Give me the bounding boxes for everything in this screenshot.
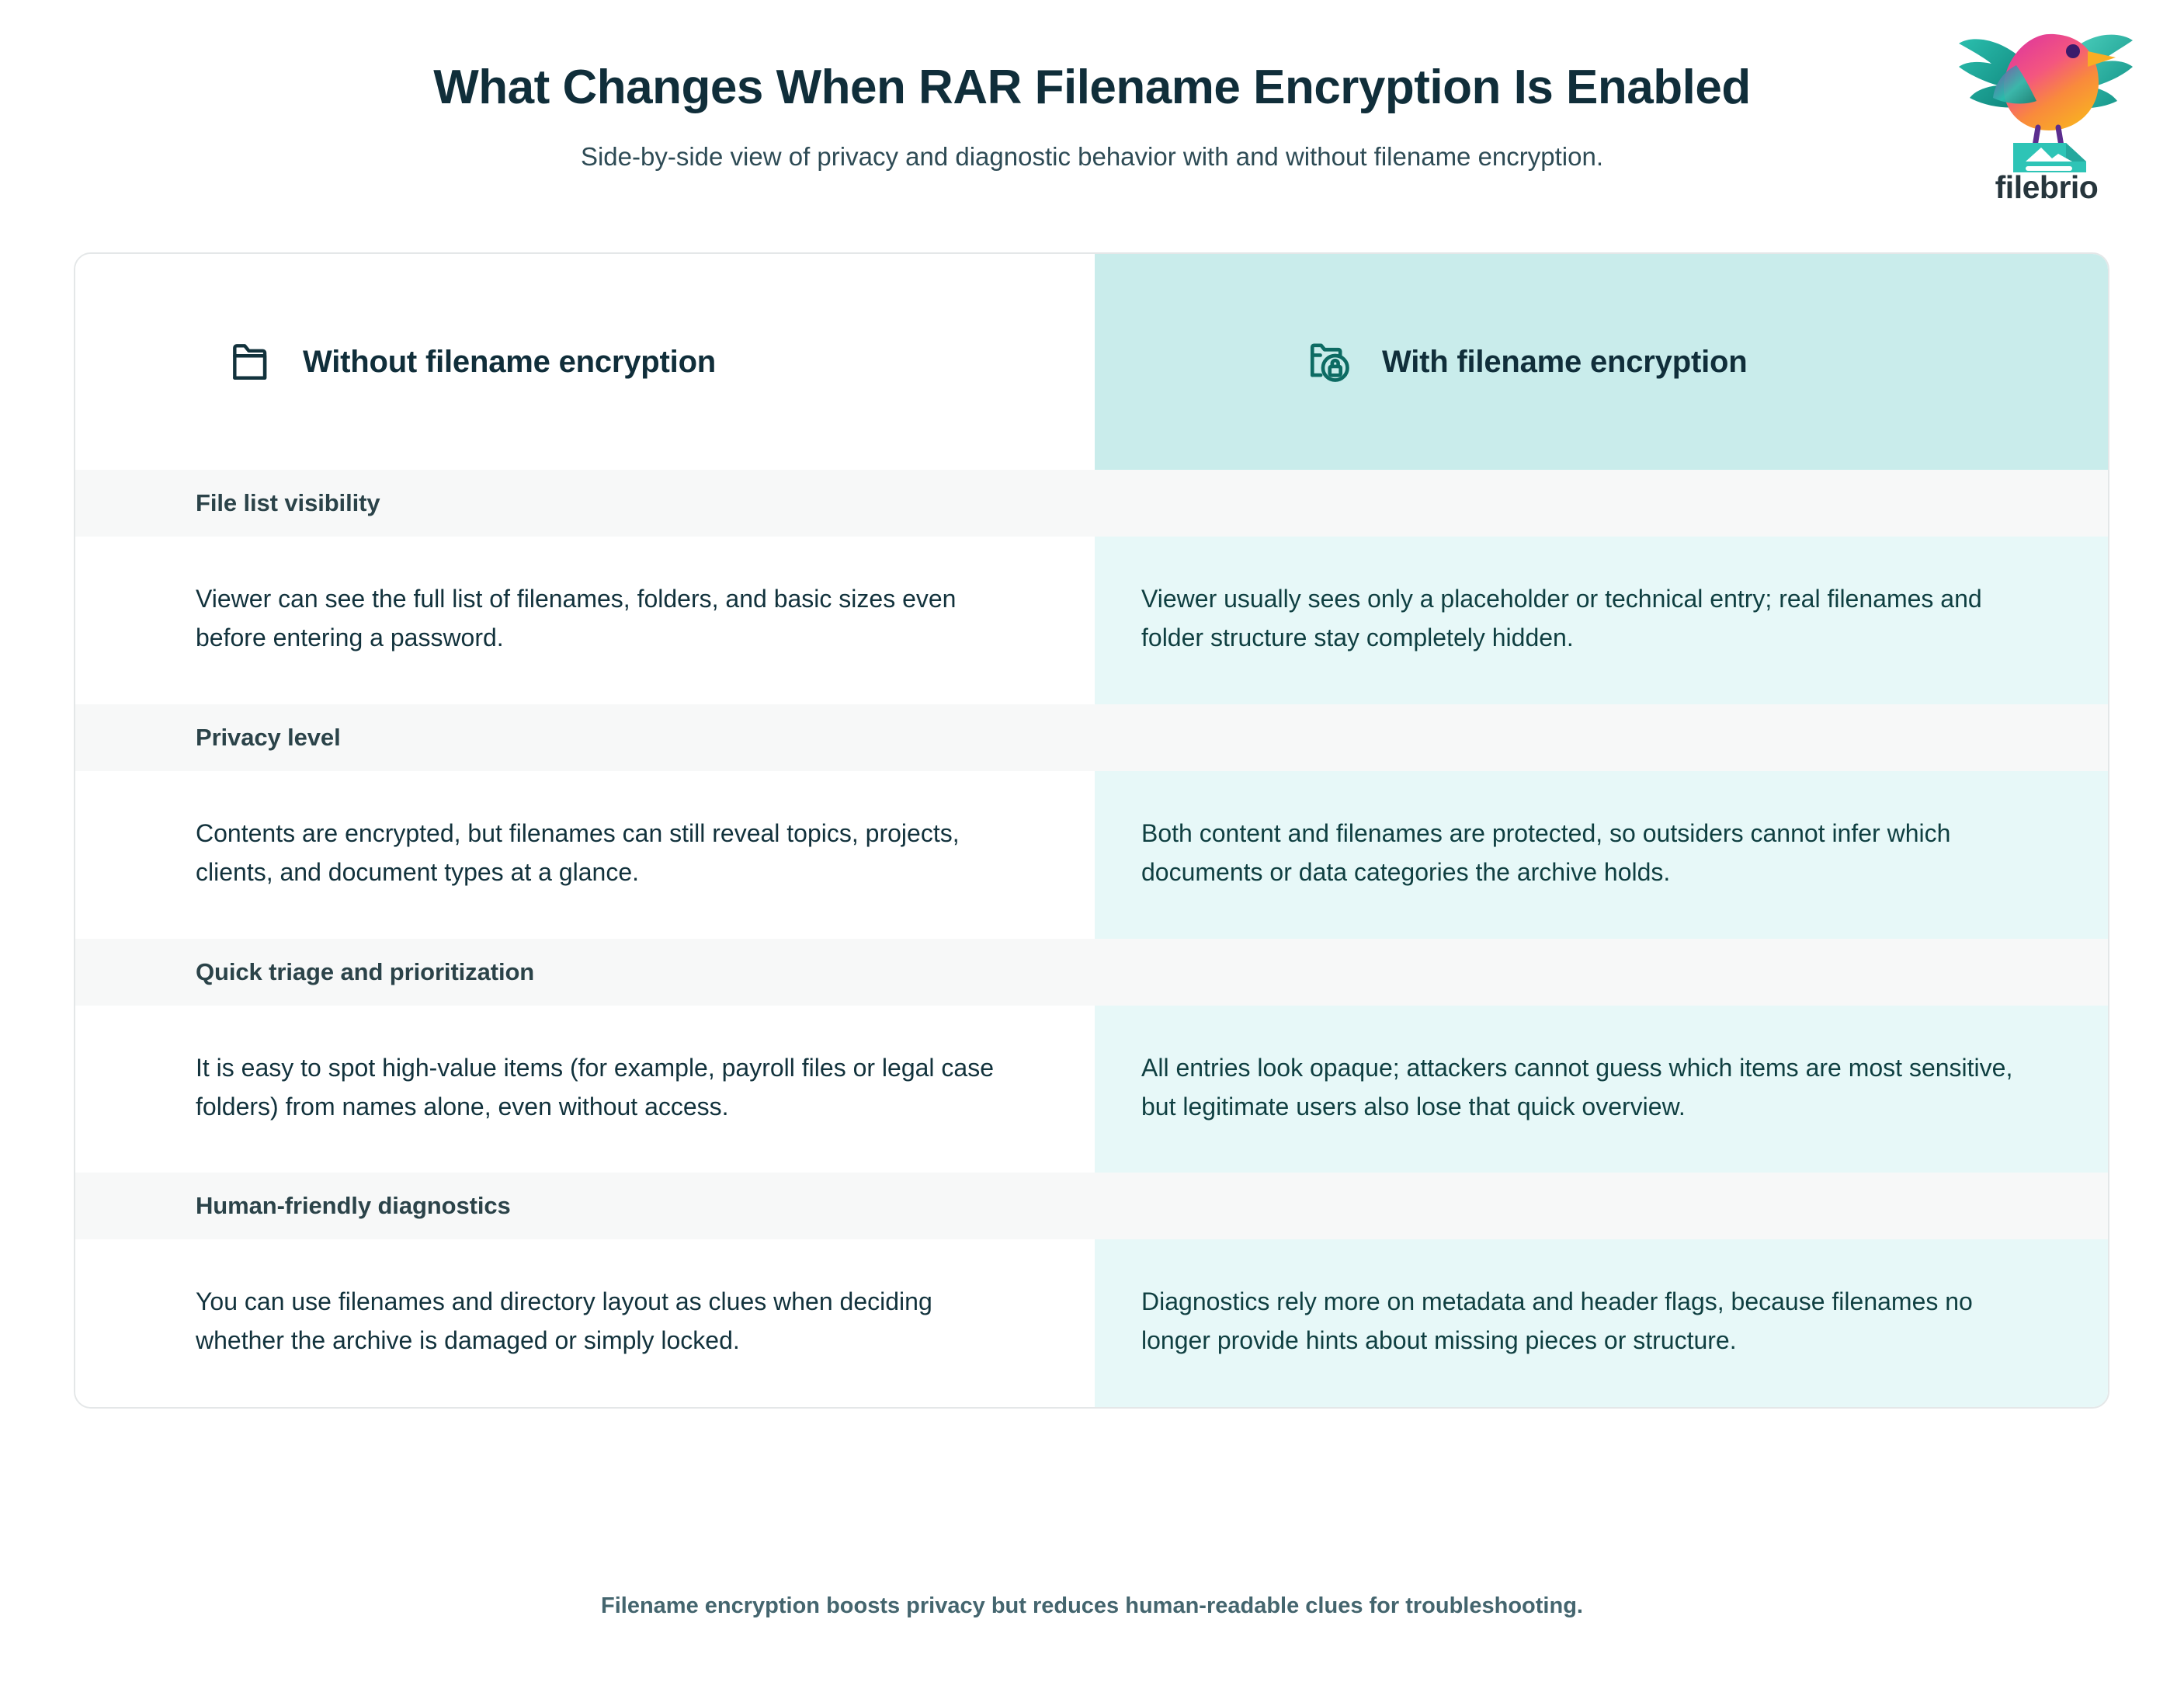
section-label: Human-friendly diagnostics [196,1192,511,1220]
cell-with: All entries look opaque; attackers canno… [1095,1005,2108,1173]
cell-without: Contents are encrypted, but filenames ca… [75,770,1095,939]
section-label: File list visibility [196,489,380,516]
column-header-without: Without filename encryption [75,254,1095,470]
folder-icon [233,344,267,380]
table-row: You can use filenames and directory layo… [75,1239,2108,1408]
table-row: Viewer can see the full list of filename… [75,537,2108,704]
section-label-row: Privacy level [75,704,2108,771]
brand-wordmark: filebrio [1995,169,2099,205]
section-label-row: Human-friendly diagnostics [75,1173,2108,1240]
cell-without-text: It is easy to spot high-value items (for… [196,1053,995,1121]
page-header: What Changes When RAR Filename Encryptio… [0,0,2184,205]
column-header-with: With filename encryption [1095,254,2108,470]
table-row: Contents are encrypted, but filenames ca… [75,770,2108,939]
cell-with: Both content and filenames are protected… [1095,770,2108,939]
cell-with-text: Diagnostics rely more on metadata and he… [1141,1287,1973,1355]
column-header-with-label: With filename encryption [1382,344,1748,379]
section-label-row: File list visibility [75,470,2108,537]
table-header-row: Without filename encryption With filenam… [75,254,2108,470]
cell-without-text: Contents are encrypted, but filenames ca… [196,818,960,886]
table-row: It is easy to spot high-value items (for… [75,1005,2108,1173]
section-label-row: Quick triage and prioritization [75,938,2108,1006]
cell-without: Viewer can see the full list of filename… [75,537,1095,704]
cell-with-text: Both content and filenames are protected… [1141,818,1951,886]
column-header-without-label: Without filename encryption [303,344,717,379]
cell-with: Diagnostics rely more on metadata and he… [1095,1239,2108,1408]
page-subtitle: Side-by-side view of privacy and diagnos… [580,142,1604,172]
section-label: Quick triage and prioritization [196,957,535,985]
folder-lock-icon [1310,343,1349,382]
page-title: What Changes When RAR Filename Encryptio… [433,61,1751,114]
cell-without-text: Viewer can see the full list of filename… [196,585,957,651]
cell-with: Viewer usually sees only a placeholder o… [1095,537,2108,704]
cell-with-text: All entries look opaque; attackers canno… [1141,1053,2013,1121]
brand-logo: filebrio [1950,17,2144,217]
bird-on-file-icon [1959,33,2133,172]
cell-without: It is easy to spot high-value items (for… [75,1005,1095,1173]
section-label: Privacy level [196,723,341,751]
cell-without: You can use filenames and directory layo… [75,1239,1095,1408]
footer-note: Filename encryption boosts privacy but r… [601,1593,1583,1618]
cell-with-text: Viewer usually sees only a placeholder o… [1141,585,1982,651]
comparison-table-card: Without filename encryption With filenam… [74,252,2109,1409]
cell-without-text: You can use filenames and directory layo… [196,1287,932,1355]
